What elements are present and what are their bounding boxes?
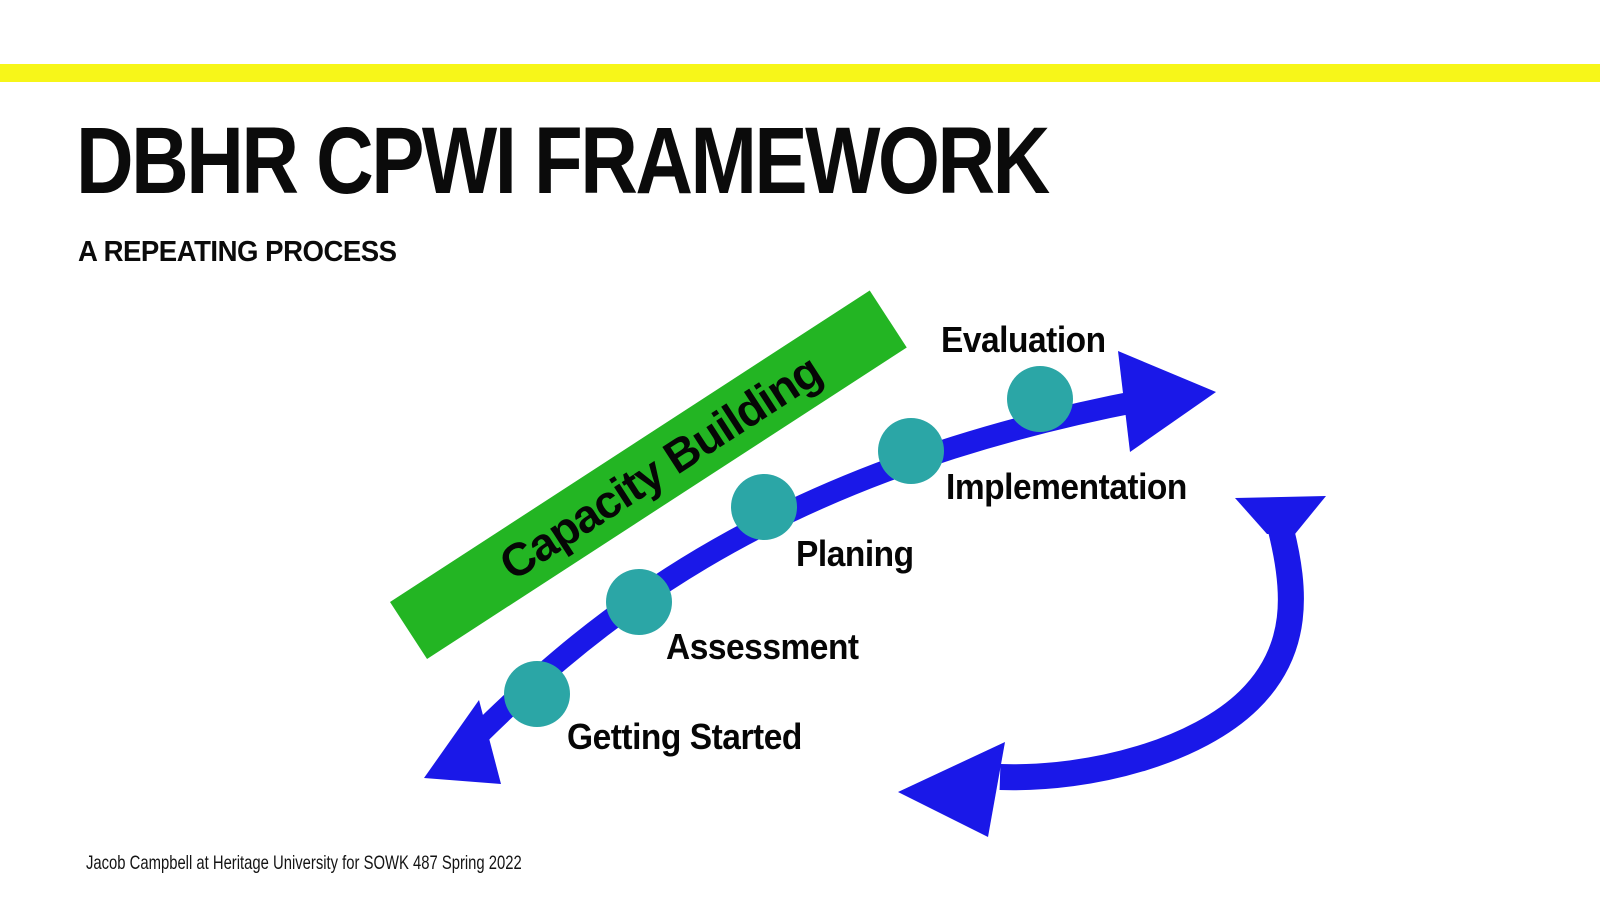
repeat-cycle-arrow xyxy=(898,496,1326,837)
yellow-accent-bar xyxy=(0,64,1600,82)
node-getting-started xyxy=(504,661,570,727)
stage-label-planing: Planing xyxy=(796,533,914,574)
credit-text: Jacob Campbell at Heritage University fo… xyxy=(86,852,522,874)
stage-label-getting-started: Getting Started xyxy=(567,716,802,757)
page-subtitle: A REPEATING PROCESS xyxy=(78,236,397,268)
repeat-arrow-tail xyxy=(1235,496,1326,534)
repeat-arrowhead-icon xyxy=(898,742,1005,837)
page-title: DBHR CPWI FRAMEWORK xyxy=(76,108,1050,214)
stage-label-evaluation: Evaluation xyxy=(941,319,1106,360)
node-planing xyxy=(731,474,797,540)
node-evaluation xyxy=(1007,366,1073,432)
process-arrowhead-left-icon xyxy=(424,700,501,784)
capacity-building-label: Capacity Building xyxy=(490,344,830,590)
stage-label-implementation: Implementation xyxy=(946,466,1187,507)
node-implementation xyxy=(878,418,944,484)
stage-label-assessment: Assessment xyxy=(666,626,859,667)
node-assessment xyxy=(606,569,672,635)
repeat-arrow-shaft xyxy=(999,526,1304,791)
process-arrowhead-right-icon xyxy=(1118,351,1216,452)
stage-nodes xyxy=(504,366,1073,727)
capacity-building-banner-shape xyxy=(389,290,907,660)
